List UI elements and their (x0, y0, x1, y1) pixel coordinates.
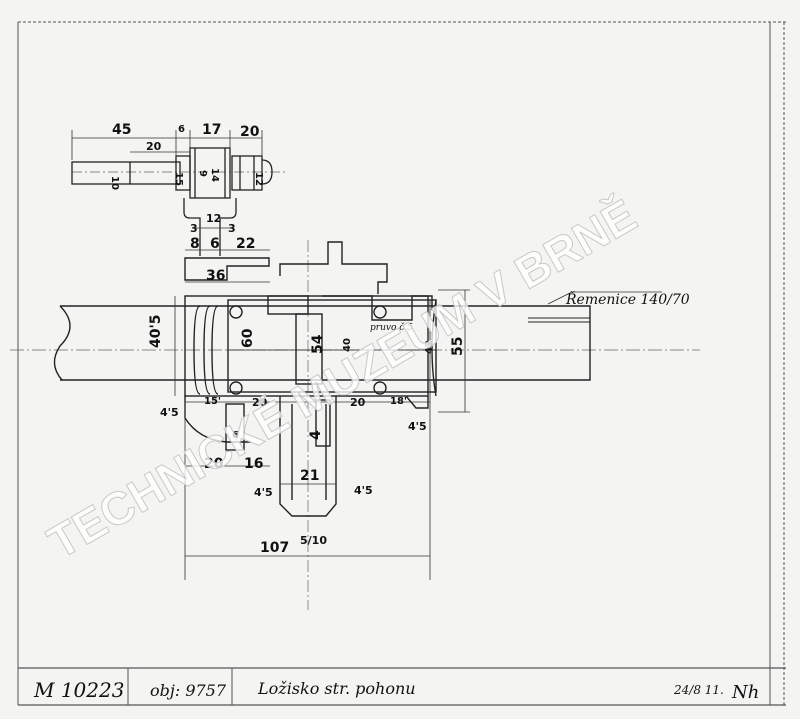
dim-20b: 20 (146, 140, 162, 153)
pulley-note: Řemenice 140/70 (565, 290, 690, 308)
dim-8: 8 (190, 236, 200, 252)
dim-9: 9 (197, 170, 208, 177)
dim-3a: 3 (190, 222, 198, 235)
dim-4: 4 (308, 430, 324, 440)
drawing-date: 24/8 11. (673, 683, 724, 697)
dimension-lines (71, 130, 662, 580)
dim-6b: 6 (210, 236, 220, 252)
notes: Řemenice 140/70 pruvo č 5 (370, 290, 690, 333)
dim-15a: 15 (173, 172, 184, 186)
groove-note: pruvo č 5 (370, 322, 413, 333)
dim-16: 16 (244, 456, 263, 472)
dim-4-5d: 4'5 (354, 484, 373, 497)
dim-55: 55 (450, 337, 466, 356)
bearing-housing (184, 241, 437, 517)
signature: Nh (731, 682, 759, 703)
dim-36: 36 (206, 268, 225, 284)
dim-4-5a: 4'5 (160, 406, 179, 419)
drawing-title: Ložisko str. pohonu (257, 679, 416, 698)
dim-15b: 15' (204, 396, 221, 407)
dim-12b: 12 (206, 212, 221, 225)
dim-22: 22 (236, 236, 255, 252)
drive-shaft (53, 305, 591, 381)
tensioner-bolt-assembly (71, 147, 273, 256)
dim-12a: 12 (253, 172, 264, 186)
dim-45: 45 (112, 122, 131, 138)
dim-20c: 20 (252, 396, 268, 409)
dim-5-10: 5/10 (300, 534, 327, 547)
dim-20e: 20 (204, 456, 224, 472)
border-frame (17, 21, 786, 706)
title-block: M 10223 obj: 9757 Ložisko str. pohonu 24… (33, 678, 759, 703)
dim-4-5b: 4'5 (408, 420, 427, 433)
dim-54: 54 (310, 334, 326, 354)
dim-42: 42 (424, 340, 435, 354)
dim-20d: 20 (350, 396, 366, 409)
dim-6c: 6 (232, 430, 239, 441)
dim-107: 107 (260, 540, 289, 556)
dimension-labels: 45 6 17 20 20 10 15 9 14 12 3 3 12 8 6 2… (109, 122, 466, 556)
dim-18: 18' (390, 396, 407, 407)
dim-17: 17 (202, 122, 221, 138)
dim-40: 40 (342, 338, 353, 352)
order-number: obj: 9757 (150, 681, 227, 700)
dim-4-5c: 4'5 (254, 486, 273, 499)
dim-21: 21 (300, 468, 319, 484)
dim-3b: 3 (228, 222, 236, 235)
dim-10: 10 (109, 176, 120, 190)
dim-40-5: 40'5 (148, 314, 164, 348)
drawing-number: M 10223 (33, 678, 124, 702)
dim-20a: 20 (240, 124, 260, 140)
dim-14: 14 (209, 168, 220, 182)
dim-60: 60 (240, 328, 256, 348)
dim-6: 6 (178, 124, 185, 135)
